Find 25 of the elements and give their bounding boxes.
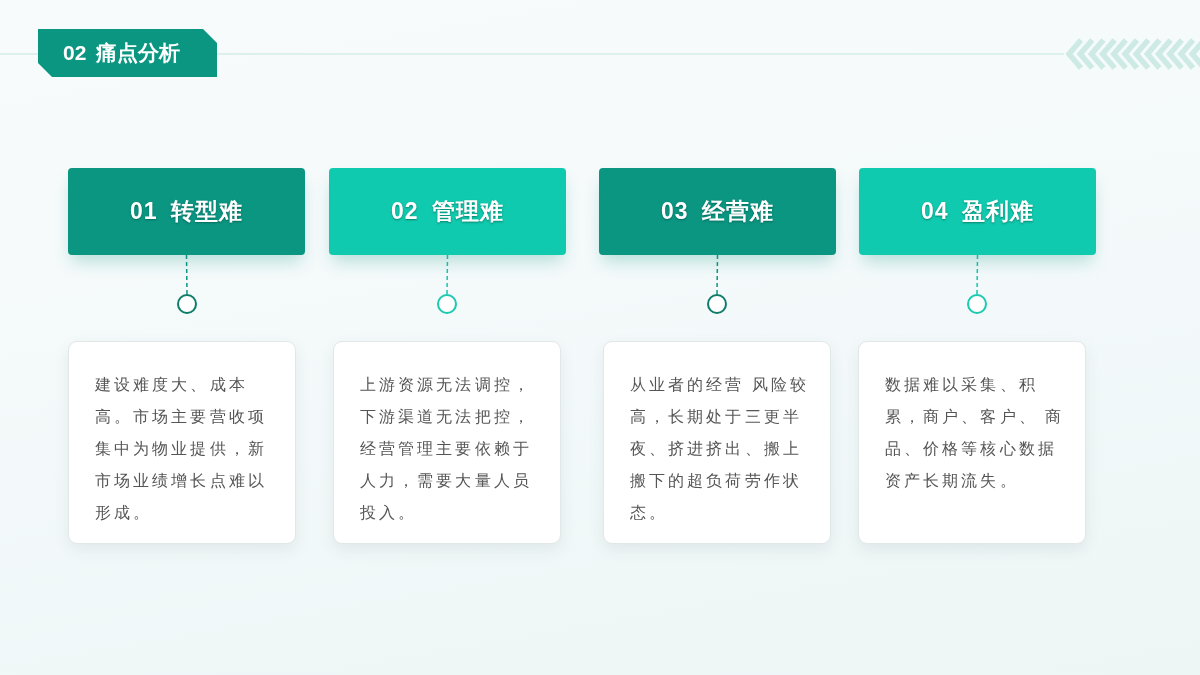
description-text: 数据难以采集、积累，商户、客户、 商品、价格等核心数据资产长期流失。 [885, 375, 1066, 491]
heading-box [329, 168, 566, 255]
dashed-connector [716, 254, 719, 295]
heading-box [599, 168, 836, 255]
heading-box [68, 168, 305, 255]
ring-marker [707, 294, 727, 314]
description-text: 上游资源无法调控，下游渠道无法把控，经营管理主要依赖于人力，需要大量人员投入。 [360, 375, 533, 523]
ring-marker [967, 294, 987, 314]
title-text: 02 痛点分析 [63, 40, 181, 66]
ring-marker [437, 294, 457, 314]
text-card [603, 341, 831, 544]
heading-text: 02 管理难 [391, 197, 504, 226]
description-text: 从业者的经营 风险较高，长期处于三更半夜、挤进挤出、搬上搬下的超负荷劳作状态。 [630, 375, 811, 523]
text-card [333, 341, 561, 544]
heading-text: 03 经营难 [661, 197, 774, 226]
heading-text: 01 转型难 [130, 197, 243, 226]
dashed-connector [446, 254, 449, 295]
description-text: 建设难度大、成本高。市场主要营收项集中为物业提供，新市场业绩增长点难以形成。 [95, 375, 268, 523]
dashed-connector [976, 254, 979, 295]
heading-box [859, 168, 1096, 255]
heading-text: 04 盈利难 [921, 197, 1034, 226]
dashed-connector [185, 254, 188, 295]
text-card [858, 341, 1086, 544]
text-card [68, 341, 296, 544]
ring-marker [177, 294, 197, 314]
